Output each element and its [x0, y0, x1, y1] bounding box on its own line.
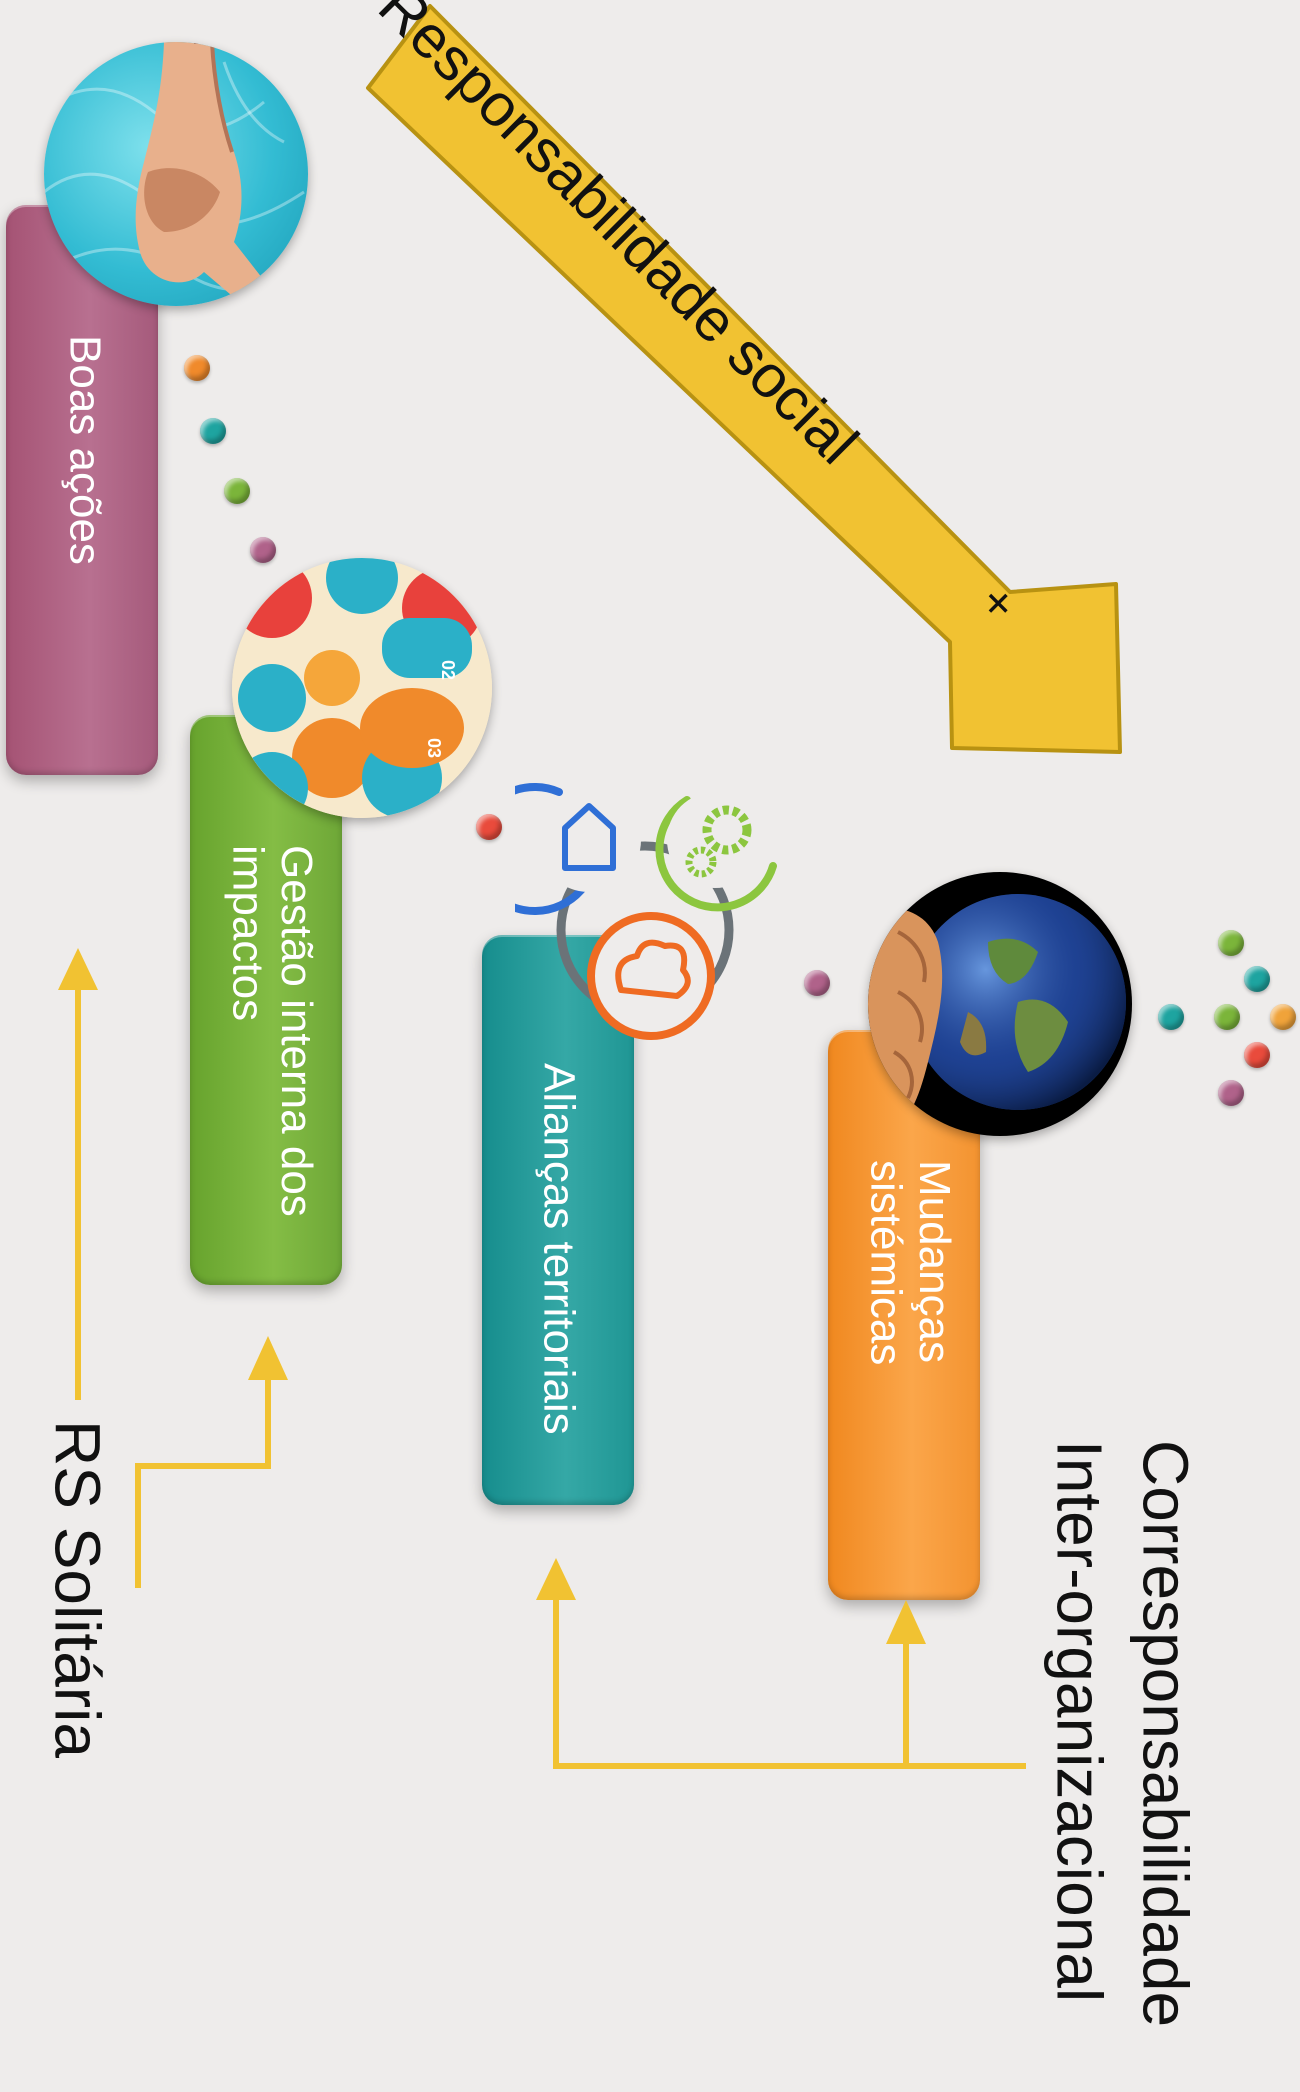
globe-hands-image [868, 872, 1132, 1136]
bead [224, 478, 250, 504]
bead [804, 970, 830, 996]
cloud-icon [587, 912, 715, 1040]
bead [1218, 930, 1244, 956]
stage-label-gestao-interna: Gestão interna dos impactos [223, 845, 321, 1217]
bead [200, 418, 226, 444]
stage-aliancas-territoriais: Alianças territoriais [482, 935, 634, 1505]
speech-number-02: 02 [438, 660, 458, 680]
home-icon [515, 783, 641, 916]
bead [1158, 1004, 1184, 1030]
bead [1244, 1042, 1270, 1068]
group-label-corresponsabilidade: Corresponsabilidade [1129, 1440, 1202, 2028]
speech-number-03: 03 [424, 738, 444, 758]
cycle-icons [515, 783, 777, 1040]
stage-label-boas-acoes: Boas ações [60, 335, 110, 565]
bead [250, 537, 276, 563]
stage-label-aliancas: Alianças territoriais [534, 1063, 584, 1435]
gears-icon [655, 792, 777, 912]
bead [1270, 1004, 1296, 1030]
bead [1214, 1004, 1240, 1030]
group-label-rs-solitaria: RS Solitária [41, 1420, 114, 1758]
stage-label-mudancas: Mudanças sistémicas [861, 1160, 959, 1366]
stage-boas-acoes: Boas ações [6, 205, 158, 775]
bead [1218, 1080, 1244, 1106]
bead [476, 814, 502, 840]
bead [184, 355, 210, 381]
group-label-inter-organizacional: Inter-organizacional [1043, 1440, 1116, 2003]
bead [1244, 966, 1270, 992]
